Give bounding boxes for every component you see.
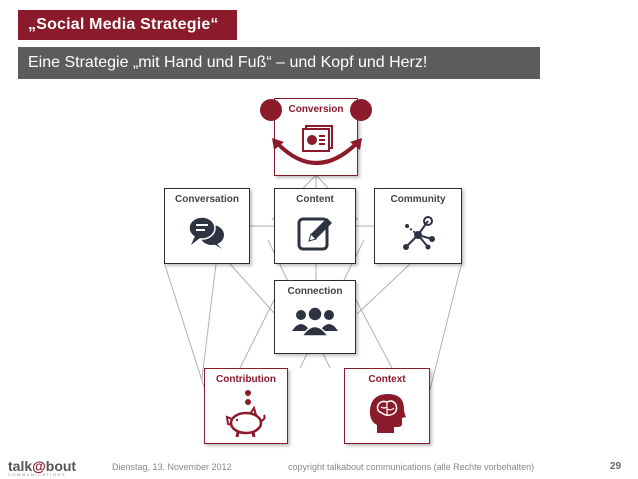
- conversion-cycle-arrow: [260, 99, 372, 165]
- contribution-label: Contribution: [216, 374, 276, 385]
- context-label: Context: [368, 374, 406, 385]
- logo-at-sign: @: [32, 458, 46, 474]
- speech-bubbles-icon: [188, 216, 224, 249]
- footer-copyright: copyright talkabout communications (alle…: [288, 462, 535, 472]
- group-people-icon: [292, 306, 338, 337]
- content-box: Content: [274, 188, 356, 264]
- connection-label: Connection: [287, 286, 343, 297]
- connection-box: Connection: [274, 280, 356, 354]
- network-icon: [403, 216, 435, 250]
- logo-text-bout: bout: [45, 458, 77, 474]
- piggy-bank-icon: [225, 390, 266, 438]
- logo-text-talk: talk: [8, 458, 33, 474]
- talkabout-logo: talk@bout: [8, 458, 76, 474]
- content-label: Content: [296, 194, 334, 205]
- slide-title: „Social Media Strategie“: [18, 10, 237, 40]
- community-box: Community: [374, 188, 462, 264]
- conversation-box: Conversation: [164, 188, 250, 264]
- conversion-label: Conversion: [288, 104, 344, 115]
- conversation-label: Conversation: [175, 194, 239, 205]
- presentation-icon: [302, 125, 333, 152]
- page-number: 29: [610, 461, 622, 472]
- community-label: Community: [390, 194, 446, 205]
- brain-head-icon: [369, 394, 406, 433]
- pencil-edit-icon: [297, 217, 332, 251]
- context-box: Context: [344, 368, 430, 444]
- contribution-box: Contribution: [204, 368, 288, 444]
- logo-subtitle: COMMUNICATIONS: [8, 472, 67, 477]
- footer-date: Dienstag, 13. November 2012: [112, 462, 232, 472]
- slide-subtitle: Eine Strategie „mit Hand und Fuß“ – und …: [18, 47, 540, 79]
